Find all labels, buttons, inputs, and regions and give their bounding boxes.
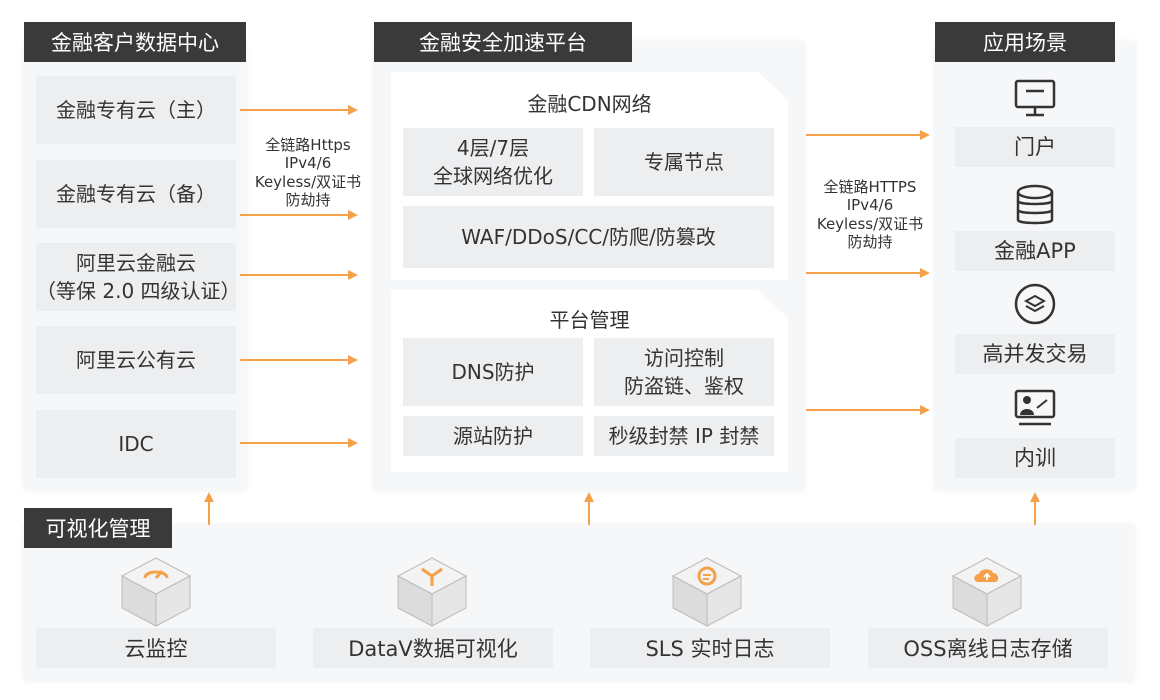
bottom-header: 可视化管理: [24, 508, 172, 548]
left-header: 金融客户数据中心: [24, 22, 246, 62]
database-icon: [1016, 184, 1054, 225]
presentation-icon: [1014, 389, 1056, 426]
platform-cell-dns: DNS防护: [403, 338, 583, 406]
cdn-cell-network: 4层/7层 全球网络优化: [403, 128, 583, 196]
log-icon: [671, 557, 743, 627]
scenario-training: 内训: [955, 438, 1115, 478]
platform-cell-origin: 源站防护: [403, 416, 583, 456]
left-item-idc: IDC: [36, 410, 236, 478]
left-item-finance-cloud: 阿里云金融云 （等保 2.0 四级认证）: [36, 243, 241, 311]
gauge-icon: [120, 557, 192, 627]
right-note-keyless: Keyless/双证书: [816, 215, 924, 233]
bottom-item-sls: SLS 实时日志: [590, 628, 830, 668]
right-note-ipv: IPv4/6: [846, 196, 894, 214]
left-item-main: 金融专有云（主）: [36, 76, 236, 144]
left-note-https: 全链路Https: [265, 136, 351, 154]
right-note-hijack: 防劫持: [847, 233, 893, 251]
cdn-cell-dedicated: 专属节点: [594, 128, 774, 196]
bottom-item-cloudmonitor: 云监控: [36, 628, 276, 668]
right-note-https: 全链路HTTPS: [823, 178, 917, 196]
left-item-public-cloud: 阿里云公有云: [36, 326, 236, 394]
platform-cell-access: 访问控制 防盗链、鉴权: [594, 338, 774, 406]
layers-icon: [1014, 283, 1056, 325]
scenario-trading: 高并发交易: [955, 334, 1115, 374]
datav-icon: [396, 557, 468, 627]
cloud-upload-icon: [951, 557, 1023, 627]
center-header: 金融安全加速平台: [374, 22, 632, 62]
left-note-hijack: 防劫持: [285, 191, 331, 209]
scenario-app: 金融APP: [955, 231, 1115, 271]
bottom-item-datav: DataV数据可视化: [313, 628, 553, 668]
left-note-keyless: Keyless/双证书: [254, 173, 362, 191]
right-header: 应用场景: [935, 22, 1115, 62]
monitor-icon: [1014, 79, 1056, 117]
bottom-item-oss: OSS离线日志存储: [868, 628, 1108, 668]
cdn-cell-waf: WAF/DDoS/CC/防爬/防篡改: [403, 206, 774, 268]
left-item-backup: 金融专有云（备）: [36, 160, 236, 228]
cdn-title: 金融CDN网络: [527, 92, 652, 116]
scenario-portal: 门户: [955, 127, 1115, 167]
platform-cell-ban: 秒级封禁 IP 封禁: [594, 416, 774, 456]
platform-title: 平台管理: [549, 308, 630, 332]
left-note-ipv: IPv4/6: [284, 154, 332, 172]
